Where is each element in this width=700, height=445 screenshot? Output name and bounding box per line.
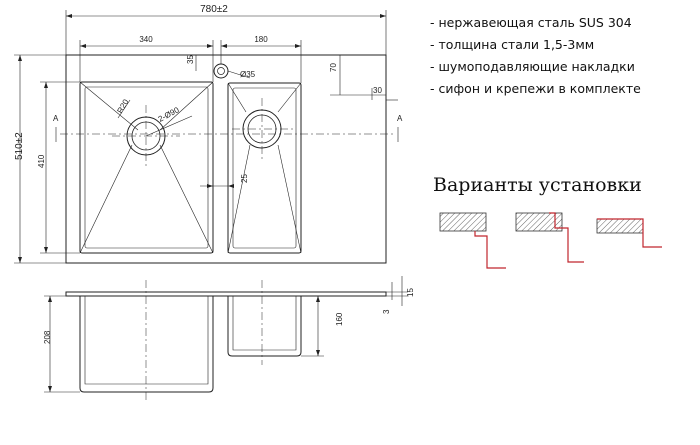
sink-outline [65,54,387,264]
dim-divider: 25 [240,174,249,183]
dim-depth-left: 208 [43,330,52,344]
spec-noise-pads: - шумоподавляющие накладки [430,59,635,74]
section-mark-left: A [53,114,59,123]
dim-right-margin-top: 70 [329,63,338,72]
install-variant-1 [439,212,506,269]
install-variant-3 [596,218,662,248]
top-view [14,10,399,264]
section-left-bowl [79,296,214,393]
dim-depth-right: 160 [335,312,344,326]
section-right-bowl [227,296,302,357]
dim-drain: 2-Ø90 [157,105,181,124]
dim-edge-right: 30 [373,86,382,95]
dim-left-bowl-height: 410 [37,154,46,168]
spec-siphon: - сифон и крепежи в комплекте [430,81,641,96]
spec-list: - нержавеющая сталь SUS 304 - толщина ст… [430,12,700,100]
right-bowl [227,82,302,254]
dim-right-bowl-width: 180 [254,35,268,44]
dim-left-bowl-width: 340 [139,35,153,44]
variants-title: Варианты установки [433,174,642,196]
install-variant-2 [515,212,584,263]
dim-rim-3: 3 [382,309,391,314]
dim-tap-offset: 35 [186,55,195,64]
spec-thickness: - толщина стали 1,5-3мм [430,37,595,52]
dim-corner-radius: R20 [115,97,130,115]
dim-overall-height: 510±2 [14,132,25,160]
dim-overall-width: 780±2 [200,4,228,15]
dim-rim-15: 15 [406,288,415,297]
section-mark-right: A [397,114,403,123]
tap-hole [213,63,229,79]
section-rim [65,291,387,297]
section-view [44,276,408,400]
dim-tap-hole: Ø35 [240,70,256,79]
spec-material: - нержавеющая сталь SUS 304 [430,15,632,30]
left-bowl [79,81,214,254]
